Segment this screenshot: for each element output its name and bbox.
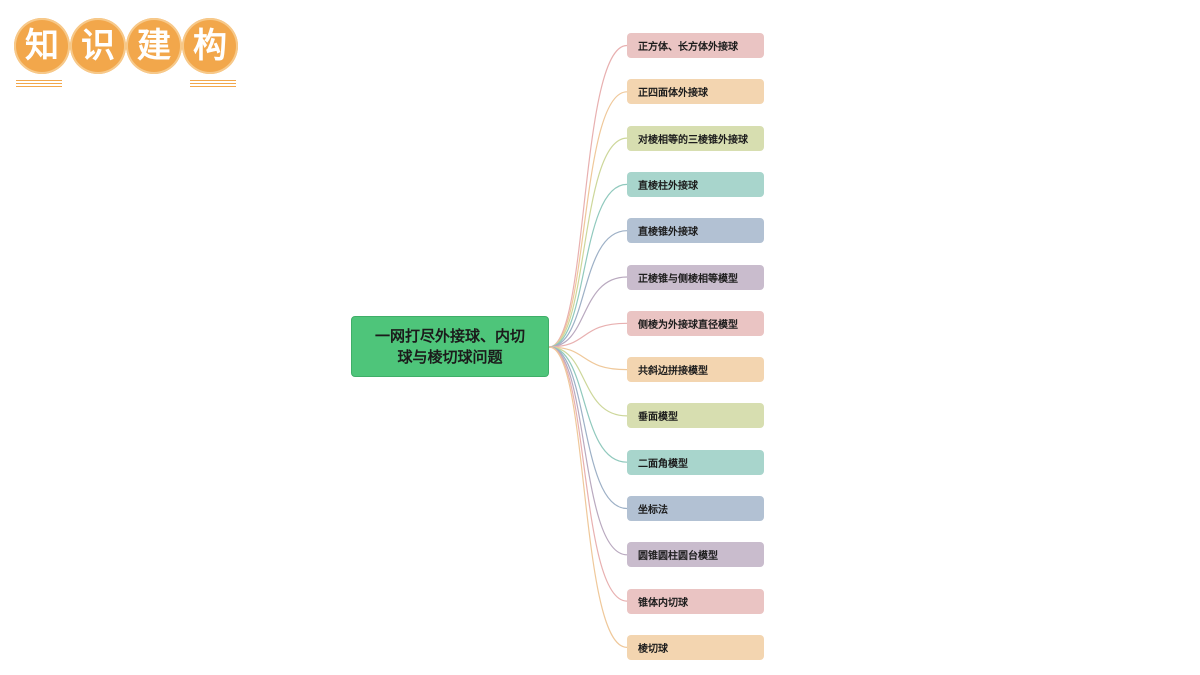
branch-connector (548, 346, 628, 648)
title-char-2: 识 (70, 18, 126, 74)
branch-connector (548, 322, 628, 348)
branch-connector (548, 346, 628, 371)
branch-connector (548, 346, 628, 510)
branch-label: 二面角模型 (638, 458, 688, 470)
branch-label: 正方体、长方体外接球 (638, 42, 738, 53)
branch-node[interactable]: 共斜边拼接模型 (627, 357, 764, 383)
branch-label: 直棱柱外接球 (638, 180, 698, 192)
branch-label: 对棱相等的三棱锥外接球 (638, 134, 748, 146)
branch-connector (548, 137, 628, 348)
branch-node[interactable]: 直棱锥外接球 (627, 218, 764, 244)
title-char-3: 建 (126, 18, 182, 74)
branch-connector (548, 276, 628, 348)
branch-label: 正四面体外接球 (638, 88, 708, 100)
branch-label: 锥体内切球 (638, 597, 688, 609)
branch-connector (548, 91, 628, 348)
branch-node[interactable]: 二面角模型 (627, 449, 764, 475)
branch-connector (548, 230, 628, 348)
branch-label: 侧棱为外接球直径模型 (638, 319, 738, 331)
branch-node[interactable]: 棱切球 (627, 634, 764, 660)
branch-node[interactable]: 直棱柱外接球 (627, 171, 764, 197)
branch-node[interactable]: 侧棱为外接球直径模型 (627, 310, 764, 336)
branch-label: 正棱锥与侧棱相等模型 (638, 273, 738, 285)
branch-connector (548, 44, 628, 348)
branch-node[interactable]: 坐标法 (627, 496, 764, 521)
branch-node[interactable]: 垂面模型 (627, 403, 764, 429)
branch-node[interactable]: 正四面体外接球 (627, 79, 764, 105)
branch-connector (548, 346, 628, 417)
title-underline-right (190, 80, 236, 88)
root-label-line-1: 一网打尽外接球、内切 (374, 326, 525, 345)
branch-node[interactable]: 正棱锥与侧棱相等模型 (627, 264, 764, 290)
branch-connector (548, 346, 628, 556)
branch-label: 圆锥圆柱圆台模型 (638, 551, 718, 563)
title-underline-left (16, 80, 62, 88)
branch-label: 共斜边拼接模型 (638, 366, 708, 378)
branch-label: 坐标法 (638, 505, 668, 516)
branch-connector (548, 346, 628, 602)
branch-connector (548, 183, 628, 348)
title-char-1: 知 (14, 18, 70, 74)
branch-label: 棱切球 (638, 643, 668, 655)
root-label-line-2: 球与棱切球问题 (397, 347, 503, 366)
section-title: 知 识 建 构 (14, 16, 244, 92)
branch-label: 垂面模型 (638, 412, 678, 424)
branch-node[interactable]: 锥体内切球 (627, 588, 764, 614)
branch-node[interactable]: 对棱相等的三棱锥外接球 (627, 125, 764, 151)
branch-node[interactable]: 圆锥圆柱圆台模型 (627, 542, 764, 568)
mindmap-root-node[interactable]: 一网打尽外接球、内切 球与棱切球问题 (351, 316, 549, 377)
branch-connector (548, 346, 628, 463)
title-char-4: 构 (182, 18, 238, 74)
branch-label: 直棱锥外接球 (638, 227, 698, 239)
branch-node[interactable]: 正方体、长方体外接球 (627, 33, 764, 58)
